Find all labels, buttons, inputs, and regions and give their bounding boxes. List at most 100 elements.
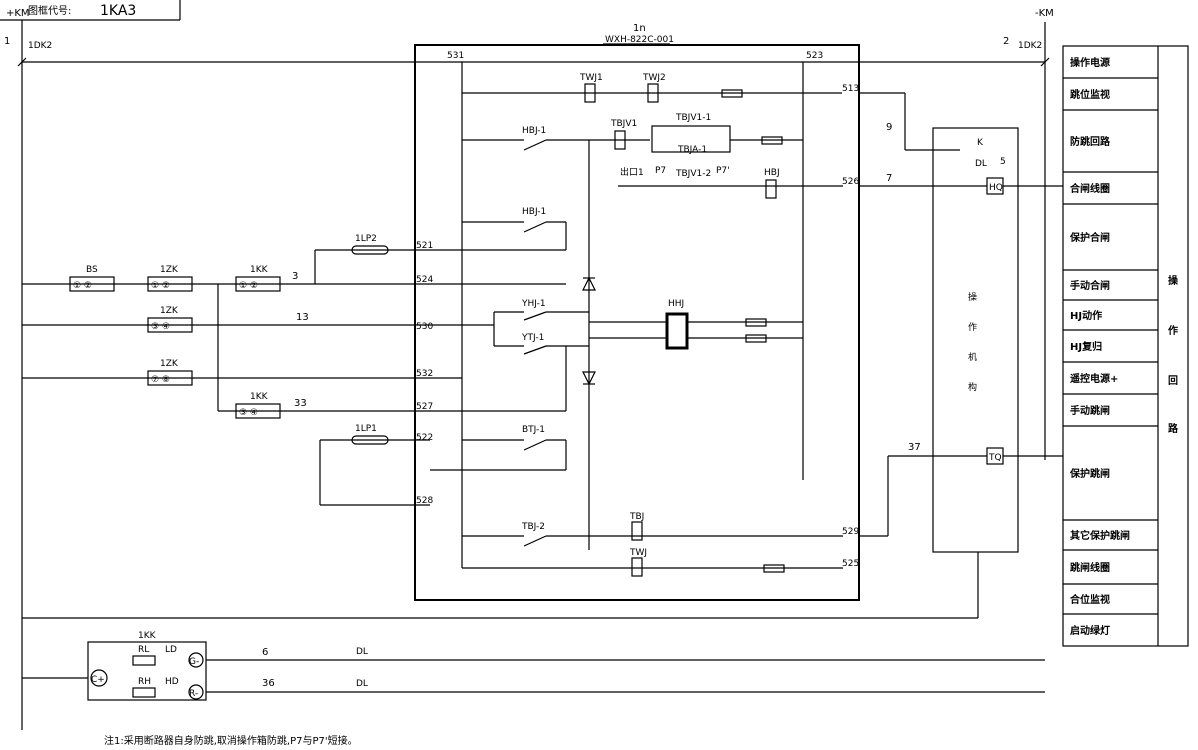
zk-label-a: 1ZK	[160, 265, 179, 275]
bus-n1: 1	[4, 36, 10, 47]
wire-37-label: 37	[908, 442, 921, 453]
table-title-char-3: 回	[1168, 375, 1178, 387]
kk-label-a: 1KK	[250, 265, 269, 275]
drawing-no-label: 图框代号:	[28, 4, 71, 17]
kk-pins-b: ③ ④	[239, 408, 258, 418]
hbj-label: HBJ	[764, 168, 780, 178]
box-name: 1n	[633, 23, 646, 34]
fuse-label-left: 1DK2	[28, 41, 52, 51]
hd-label: HD	[165, 677, 179, 687]
hbj1b-contact	[523, 221, 547, 233]
r-hhj-a	[745, 318, 767, 327]
mech-char-2: 作	[968, 321, 977, 333]
p7p-label: P7'	[716, 166, 730, 176]
terminal-522: 522	[416, 433, 433, 443]
function-table-row-label: 防跳回路	[1070, 135, 1111, 148]
function-table-row-label: 手动跳闸	[1070, 404, 1110, 417]
dl-label: DL	[975, 159, 987, 169]
function-table-row-label: 合位监视	[1069, 593, 1110, 606]
hhj-coil	[665, 312, 689, 350]
twj1-coil	[584, 83, 596, 103]
wire-33-label: 33	[294, 398, 307, 409]
lp2-plate	[351, 245, 389, 255]
p7-label: P7	[655, 166, 666, 176]
tbjv1-coil	[614, 130, 626, 150]
tbj-parallel	[651, 125, 731, 153]
function-table-row-label: 跳位监视	[1070, 88, 1110, 101]
tbj-label: TBJ	[629, 512, 644, 522]
tbja1-label: TBJA-1	[677, 145, 707, 155]
bus-pos-label: +KM	[6, 8, 30, 19]
terminal-532: 532	[416, 369, 433, 379]
function-table-row-label: 操作电源	[1070, 56, 1110, 69]
function-table-row-label: 跳闸线圈	[1070, 561, 1110, 574]
r-hhj-b	[745, 334, 767, 343]
zk-pins-a: ① ②	[151, 281, 170, 291]
mech-char-3: 机	[968, 351, 977, 363]
diode-up	[582, 276, 596, 291]
function-table-row-label: 保护跳闸	[1069, 467, 1110, 480]
wire-36-label: 36	[262, 678, 275, 689]
btj1-label: BTJ-1	[522, 425, 545, 435]
function-table	[1062, 45, 1189, 647]
hq-label: HQ	[989, 183, 1003, 193]
diode-down	[582, 371, 596, 386]
hbj1-label: HBJ-1	[522, 126, 546, 136]
wire-5-label: 5	[1000, 157, 1006, 167]
zk-pins-b: ③ ④	[151, 322, 170, 332]
terminal-524: 524	[416, 275, 433, 285]
lp2-label: 1LP2	[355, 234, 377, 244]
fuse-label-right: 1DK2	[1018, 41, 1042, 51]
function-table-row-label: 遥控电源+	[1070, 372, 1118, 385]
bus-neg-label: -KM	[1035, 8, 1054, 19]
kk-label-b: 1KK	[250, 392, 269, 402]
kk-pins-a: ① ②	[239, 281, 258, 291]
r-525	[763, 564, 785, 573]
yhj1-label: YHJ-1	[521, 299, 546, 309]
ytj1-label: YTJ-1	[521, 333, 544, 343]
lamp-1kk-box	[87, 641, 207, 701]
hbj-coil	[765, 179, 777, 199]
k-label: K	[977, 138, 984, 148]
twj2-coil	[647, 83, 659, 103]
terminal-523: 523	[806, 51, 823, 61]
bs-label: BS	[86, 265, 98, 275]
tq-label: TQ	[988, 453, 1002, 463]
wire-13-label: 13	[296, 312, 309, 323]
lamp-cplus-node	[90, 669, 108, 687]
terminal-527: 527	[416, 402, 433, 412]
hbj1-contact	[523, 139, 547, 151]
yhj1-contact	[523, 311, 547, 321]
function-table-rows: 操作电源跳位监视防跳回路合闸线圈保护合闸手动合闸HJ动作HJ复归遥控电源+手动跳…	[1063, 56, 1158, 637]
twj2-label: TWJ2	[642, 73, 666, 83]
lamp-gminus-node	[188, 652, 204, 668]
tbjv1-label: TBJV1	[610, 119, 637, 129]
terminal-531: 531	[447, 51, 464, 61]
mech-char-4: 构	[968, 381, 977, 393]
rh-label: RH	[138, 677, 151, 687]
zk-terminal-b	[147, 317, 193, 333]
lp1-plate	[351, 435, 389, 445]
terminal-530: 530	[416, 322, 433, 332]
function-table-row-label: 手动合闸	[1070, 279, 1110, 292]
twj-coil	[631, 557, 643, 577]
terminal-526: 526	[842, 177, 859, 187]
wire-6-label: 6	[262, 647, 268, 658]
r-hbj	[761, 136, 783, 145]
function-table-row-label: 其它保护跳闸	[1070, 529, 1130, 542]
tbj2-contact	[523, 535, 547, 547]
table-title-char-2: 作	[1168, 324, 1178, 337]
ld-label: LD	[165, 645, 177, 655]
tbjv1-1-label: TBJV1-1	[675, 113, 711, 123]
function-table-row-label: 保护合闸	[1069, 231, 1110, 244]
rl-label: RL	[138, 645, 149, 655]
zk-pins-c: ⑦ ⑧	[151, 375, 170, 385]
lamp-rminus: R-	[189, 689, 198, 699]
box-model: WXH-822C-001	[605, 35, 674, 45]
lamp-rminus-node	[188, 684, 204, 700]
hhj-label: HHJ	[668, 299, 684, 309]
zk-terminal-a	[147, 276, 193, 292]
kk-terminal-b	[235, 403, 281, 419]
lamp-gminus: G-	[189, 657, 199, 667]
